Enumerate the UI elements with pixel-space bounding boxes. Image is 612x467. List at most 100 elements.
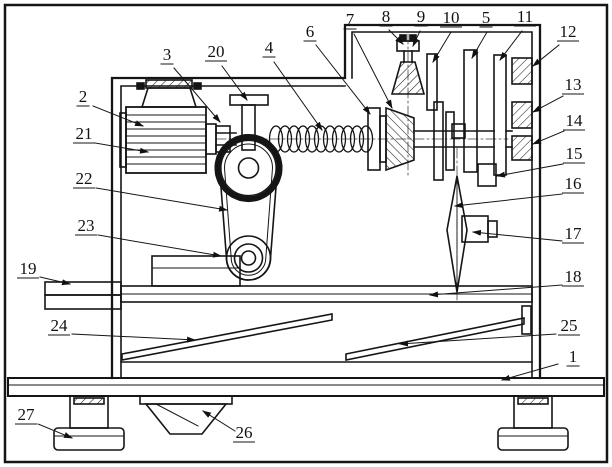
ref-number-3: 3 xyxy=(163,45,172,64)
part-label-20: 20 xyxy=(205,42,248,101)
leader-line-25 xyxy=(399,333,557,347)
ref-number-25: 25 xyxy=(561,316,578,335)
leader-line-9 xyxy=(412,30,421,47)
left-ledge-bottom xyxy=(44,294,122,310)
wall-bearing-middle xyxy=(511,101,533,129)
part-label-1: 1 xyxy=(501,347,580,381)
ref-number-26: 26 xyxy=(236,423,253,442)
ref-number-18: 18 xyxy=(565,267,582,286)
cap-bolt-right xyxy=(409,34,417,42)
wall-bearing-top xyxy=(511,57,533,85)
part-label-8: 8 xyxy=(379,7,404,45)
ref-number-11: 11 xyxy=(517,7,533,26)
ref-number-7: 7 xyxy=(346,10,355,29)
ref-number-12: 12 xyxy=(560,22,577,41)
leader-line-21 xyxy=(94,142,149,154)
work-platform xyxy=(44,255,533,310)
part-label-2: 2 xyxy=(76,87,144,127)
ref-number-10: 10 xyxy=(443,8,460,27)
part-label-9: 9 xyxy=(412,7,428,47)
leader-line-3 xyxy=(173,67,221,123)
flange-disc xyxy=(433,101,444,181)
leader-line-26 xyxy=(202,410,236,432)
part-label-10: 10 xyxy=(432,8,462,63)
leader-line-13 xyxy=(532,95,564,113)
part-label-21: 21 xyxy=(73,124,149,154)
leader-line-6 xyxy=(315,44,371,115)
leader-line-5 xyxy=(471,31,488,59)
chain-drive xyxy=(214,94,283,281)
ref-number-24: 24 xyxy=(51,316,69,335)
leader-line-22 xyxy=(95,187,228,212)
ref-number-27: 27 xyxy=(18,405,36,424)
ref-number-9: 9 xyxy=(417,7,426,26)
leader-line-16 xyxy=(454,193,563,209)
ref-number-6: 6 xyxy=(306,22,315,41)
pedestal xyxy=(151,255,241,287)
bevel-pinion xyxy=(390,61,426,95)
leader-line-1 xyxy=(501,363,559,381)
ref-number-2: 2 xyxy=(79,87,88,106)
leader-line-12 xyxy=(532,44,560,67)
part-label-11: 11 xyxy=(499,7,536,61)
part-label-23: 23 xyxy=(75,216,222,258)
part-label-18: 18 xyxy=(429,267,584,298)
wall-bearing-bottom xyxy=(511,135,533,161)
worm-shaft xyxy=(268,125,374,153)
ref-number-15: 15 xyxy=(566,144,583,163)
part-label-24: 24 xyxy=(48,316,196,343)
motor-mount xyxy=(140,87,198,108)
part-label-27: 27 xyxy=(15,405,73,439)
part-label-19: 19 xyxy=(17,259,71,286)
part-label-17: 17 xyxy=(472,224,584,244)
ref-number-8: 8 xyxy=(382,7,391,26)
left-ledge-top xyxy=(44,281,122,296)
ref-number-23: 23 xyxy=(78,216,95,235)
sprocket-teeth xyxy=(214,134,283,202)
hopper xyxy=(139,395,233,435)
part-label-13: 13 xyxy=(532,75,584,113)
part-label-16: 16 xyxy=(454,174,584,209)
part-label-7: 7 xyxy=(343,10,393,109)
ref-number-20: 20 xyxy=(208,42,225,61)
leader-line-19 xyxy=(39,276,71,286)
ref-number-22: 22 xyxy=(76,169,93,188)
belt-outer xyxy=(218,138,279,281)
housing-frame xyxy=(110,23,542,380)
part-label-15: 15 xyxy=(496,144,585,178)
bevel-gear-assembly xyxy=(367,34,513,172)
scissor-mechanism xyxy=(120,305,533,363)
part-label-6: 6 xyxy=(303,22,371,115)
bevel-gear-large xyxy=(385,106,415,172)
lower-bracket xyxy=(477,163,497,187)
ref-number-21: 21 xyxy=(76,124,93,143)
ref-number-5: 5 xyxy=(482,8,491,27)
leader-line-18 xyxy=(429,284,563,298)
ref-number-4: 4 xyxy=(265,38,274,57)
leader-line-14 xyxy=(532,130,565,145)
ref-number-16: 16 xyxy=(565,174,582,193)
left-foot xyxy=(53,395,125,451)
leader-line-17 xyxy=(472,229,563,242)
belt-inner xyxy=(223,143,274,276)
ref-number-17: 17 xyxy=(565,224,583,243)
leader-line-2 xyxy=(92,105,144,127)
leader-line-7 xyxy=(353,33,393,109)
right-foot xyxy=(497,395,569,451)
scissor-bar-right xyxy=(345,317,525,361)
leader-line-20 xyxy=(221,65,248,101)
support-plate-rear xyxy=(493,54,507,176)
part-label-12: 12 xyxy=(532,22,579,67)
spindle-assembly xyxy=(433,101,498,293)
leader-line-10 xyxy=(432,31,452,63)
part-label-14: 14 xyxy=(532,111,585,145)
leader-line-24 xyxy=(71,333,196,343)
part-label-5: 5 xyxy=(471,8,493,59)
bar-end-tab xyxy=(521,305,532,335)
part-label-25: 25 xyxy=(399,316,580,347)
figure-border xyxy=(3,3,609,464)
part-label-22: 22 xyxy=(73,169,228,212)
right-support-assembly xyxy=(463,49,533,187)
